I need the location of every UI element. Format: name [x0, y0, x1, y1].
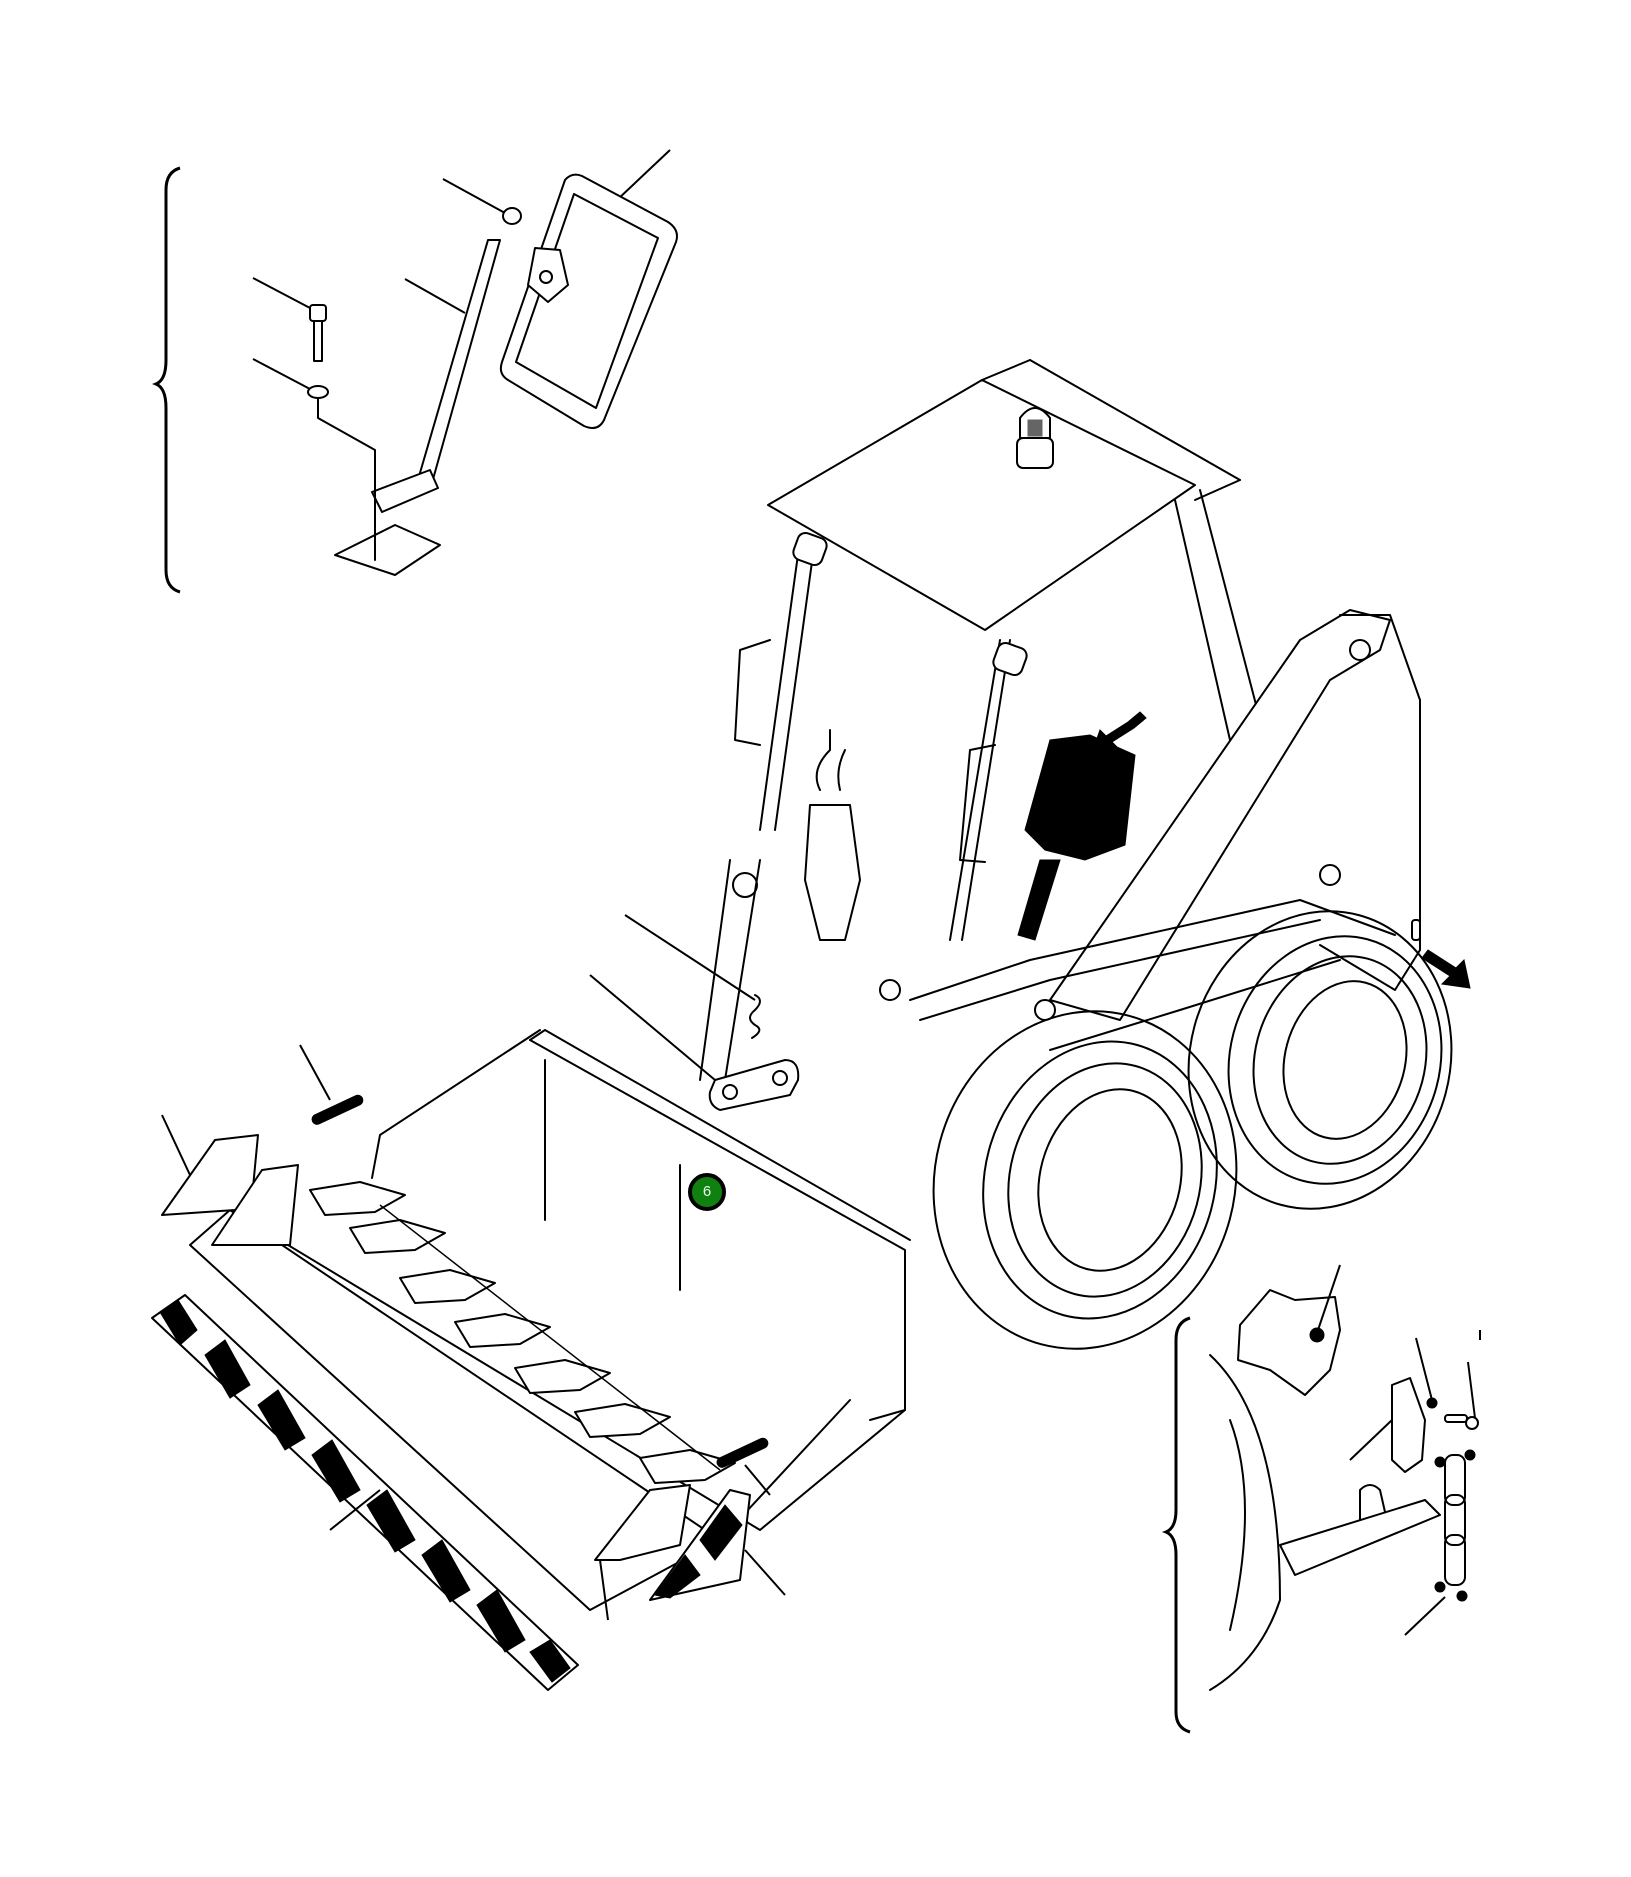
mirror-assembly-inset [151, 149, 678, 594]
hazard-stripe-decal [151, 1294, 579, 1691]
bucket-left-side [371, 1029, 541, 1179]
mounting-patch [334, 524, 441, 576]
rear-wheel [1187, 910, 1453, 1210]
tow-bracket [1391, 1377, 1426, 1473]
loader-body [589, 359, 1471, 1350]
bucket-back [529, 1039, 906, 1421]
bucket-teeth [309, 1181, 736, 1484]
mirror-mount [527, 247, 569, 303]
side-plate-left-b [211, 1164, 299, 1246]
cab-roof [767, 379, 1196, 631]
washer [307, 385, 329, 399]
mirror-frame [499, 173, 678, 429]
side-frame-right [1319, 614, 1421, 991]
joystick-control [804, 729, 861, 941]
inset-brace-right [1161, 1316, 1191, 1734]
spring-right [716, 1437, 769, 1468]
mirror-arm [414, 239, 501, 491]
tow-chain-bracket-inset [1161, 1264, 1481, 1734]
front-wheel [932, 1010, 1238, 1350]
side-plate-left-a [161, 1134, 259, 1216]
tow-chain [1434, 1449, 1476, 1602]
corner-stripe-decal [649, 1489, 751, 1601]
side-plate-right [594, 1484, 691, 1561]
beacon-light [1016, 407, 1054, 469]
arm-cap [502, 207, 522, 225]
bolt [309, 304, 327, 322]
main-frame [909, 899, 1396, 1001]
lift-arm-right [1049, 609, 1391, 1021]
lift-arm-left [699, 859, 761, 1081]
arm-base-plate [371, 469, 439, 513]
inset-brace-left [151, 166, 181, 594]
callout-marker-6[interactable]: 6 [688, 1173, 726, 1211]
rear-pointer-arrow [1421, 949, 1471, 989]
grab-handle-right [959, 744, 996, 863]
step-plate [1279, 1499, 1441, 1576]
seat-pointer-arrow [1089, 711, 1147, 759]
grab-handle-left [734, 639, 771, 746]
spring-left [311, 1094, 364, 1125]
pivot-link-plate [708, 1059, 800, 1111]
nut [1309, 1327, 1325, 1343]
seat [1024, 734, 1136, 861]
headlamp-right [992, 641, 1028, 677]
hair-pin-clip [749, 994, 761, 1039]
headlamp-left [792, 531, 828, 567]
bucket [151, 1029, 911, 1691]
